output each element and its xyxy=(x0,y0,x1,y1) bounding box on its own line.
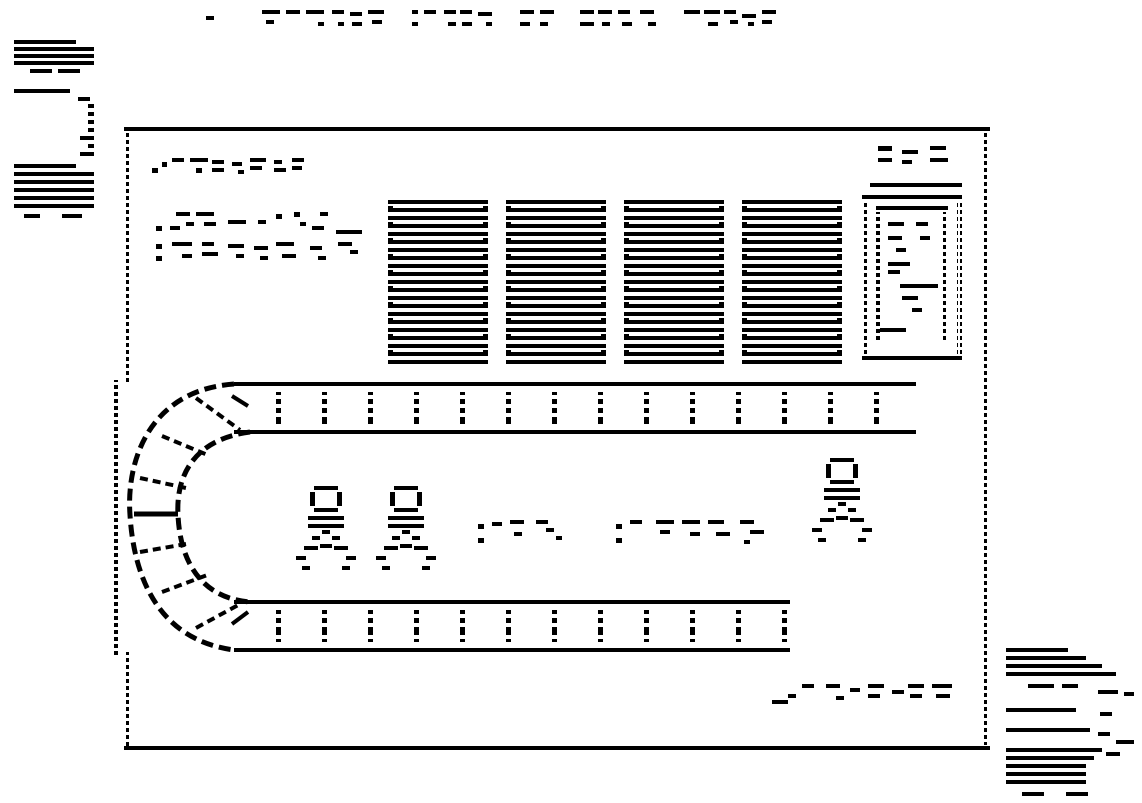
title-braille-dot xyxy=(708,22,718,26)
title-braille-dot xyxy=(486,22,492,26)
title-braille-dot xyxy=(478,12,492,16)
person-icon xyxy=(296,486,356,570)
title-braille-dot xyxy=(648,22,656,26)
title-braille-dot xyxy=(332,10,344,14)
title-braille-dot xyxy=(742,14,756,18)
ladder-icon xyxy=(130,382,918,652)
person-icon xyxy=(376,486,436,570)
title-braille-dot xyxy=(448,22,456,26)
title-braille-dot xyxy=(540,10,554,14)
title-braille-dot xyxy=(580,22,594,26)
title-braille-dot xyxy=(762,20,772,24)
lockers xyxy=(388,200,842,364)
equipment-label-braille xyxy=(156,212,362,261)
locker-icon xyxy=(742,200,842,364)
title-braille-dot xyxy=(368,10,384,14)
title-braille-dot xyxy=(460,10,472,14)
title-braille-dot xyxy=(206,16,214,20)
title-braille xyxy=(206,10,776,26)
people xyxy=(296,458,872,570)
title-braille-dot xyxy=(520,10,534,14)
title-braille-dot xyxy=(748,22,754,26)
title-braille-dot xyxy=(266,20,274,24)
room-label-braille xyxy=(152,158,304,174)
title-braille-dot xyxy=(704,10,720,14)
title-braille-dot xyxy=(640,10,654,14)
title-braille-dot xyxy=(318,22,324,26)
title-braille-dot xyxy=(350,12,362,16)
title-braille-dot xyxy=(372,20,382,24)
locker-icon xyxy=(624,200,724,364)
fire-truck-bottom-icon xyxy=(1006,648,1134,796)
fire-truck-top-icon xyxy=(14,40,94,218)
title-braille-dot xyxy=(602,22,610,26)
title-braille-dot xyxy=(444,10,456,14)
door-panel-icon xyxy=(862,146,962,360)
person-icon xyxy=(812,458,872,542)
title-braille-dot xyxy=(412,22,418,26)
title-braille-dot xyxy=(338,22,344,26)
title-braille-dot xyxy=(762,10,776,14)
title-braille-dot xyxy=(262,10,280,14)
title-braille-dot xyxy=(724,10,736,14)
bottom-label-braille xyxy=(772,684,952,704)
title-braille-dot xyxy=(618,10,630,14)
title-braille-dot xyxy=(730,20,738,24)
title-braille-dot xyxy=(352,22,362,26)
title-braille-dot xyxy=(424,10,436,14)
title-braille-dot xyxy=(412,10,418,14)
title-braille-dot xyxy=(462,22,472,26)
title-braille-dot xyxy=(306,10,324,14)
locker-icon xyxy=(388,200,488,364)
title-braille-dot xyxy=(520,22,530,26)
title-braille-dot xyxy=(622,22,632,26)
locker-icon xyxy=(506,200,606,364)
title-braille-dot xyxy=(540,22,548,26)
title-braille-dot xyxy=(684,10,700,14)
title-braille-dot xyxy=(598,10,612,14)
title-braille-dot xyxy=(286,10,300,14)
title-braille-dot xyxy=(580,10,594,14)
center-caption-braille xyxy=(478,520,764,544)
